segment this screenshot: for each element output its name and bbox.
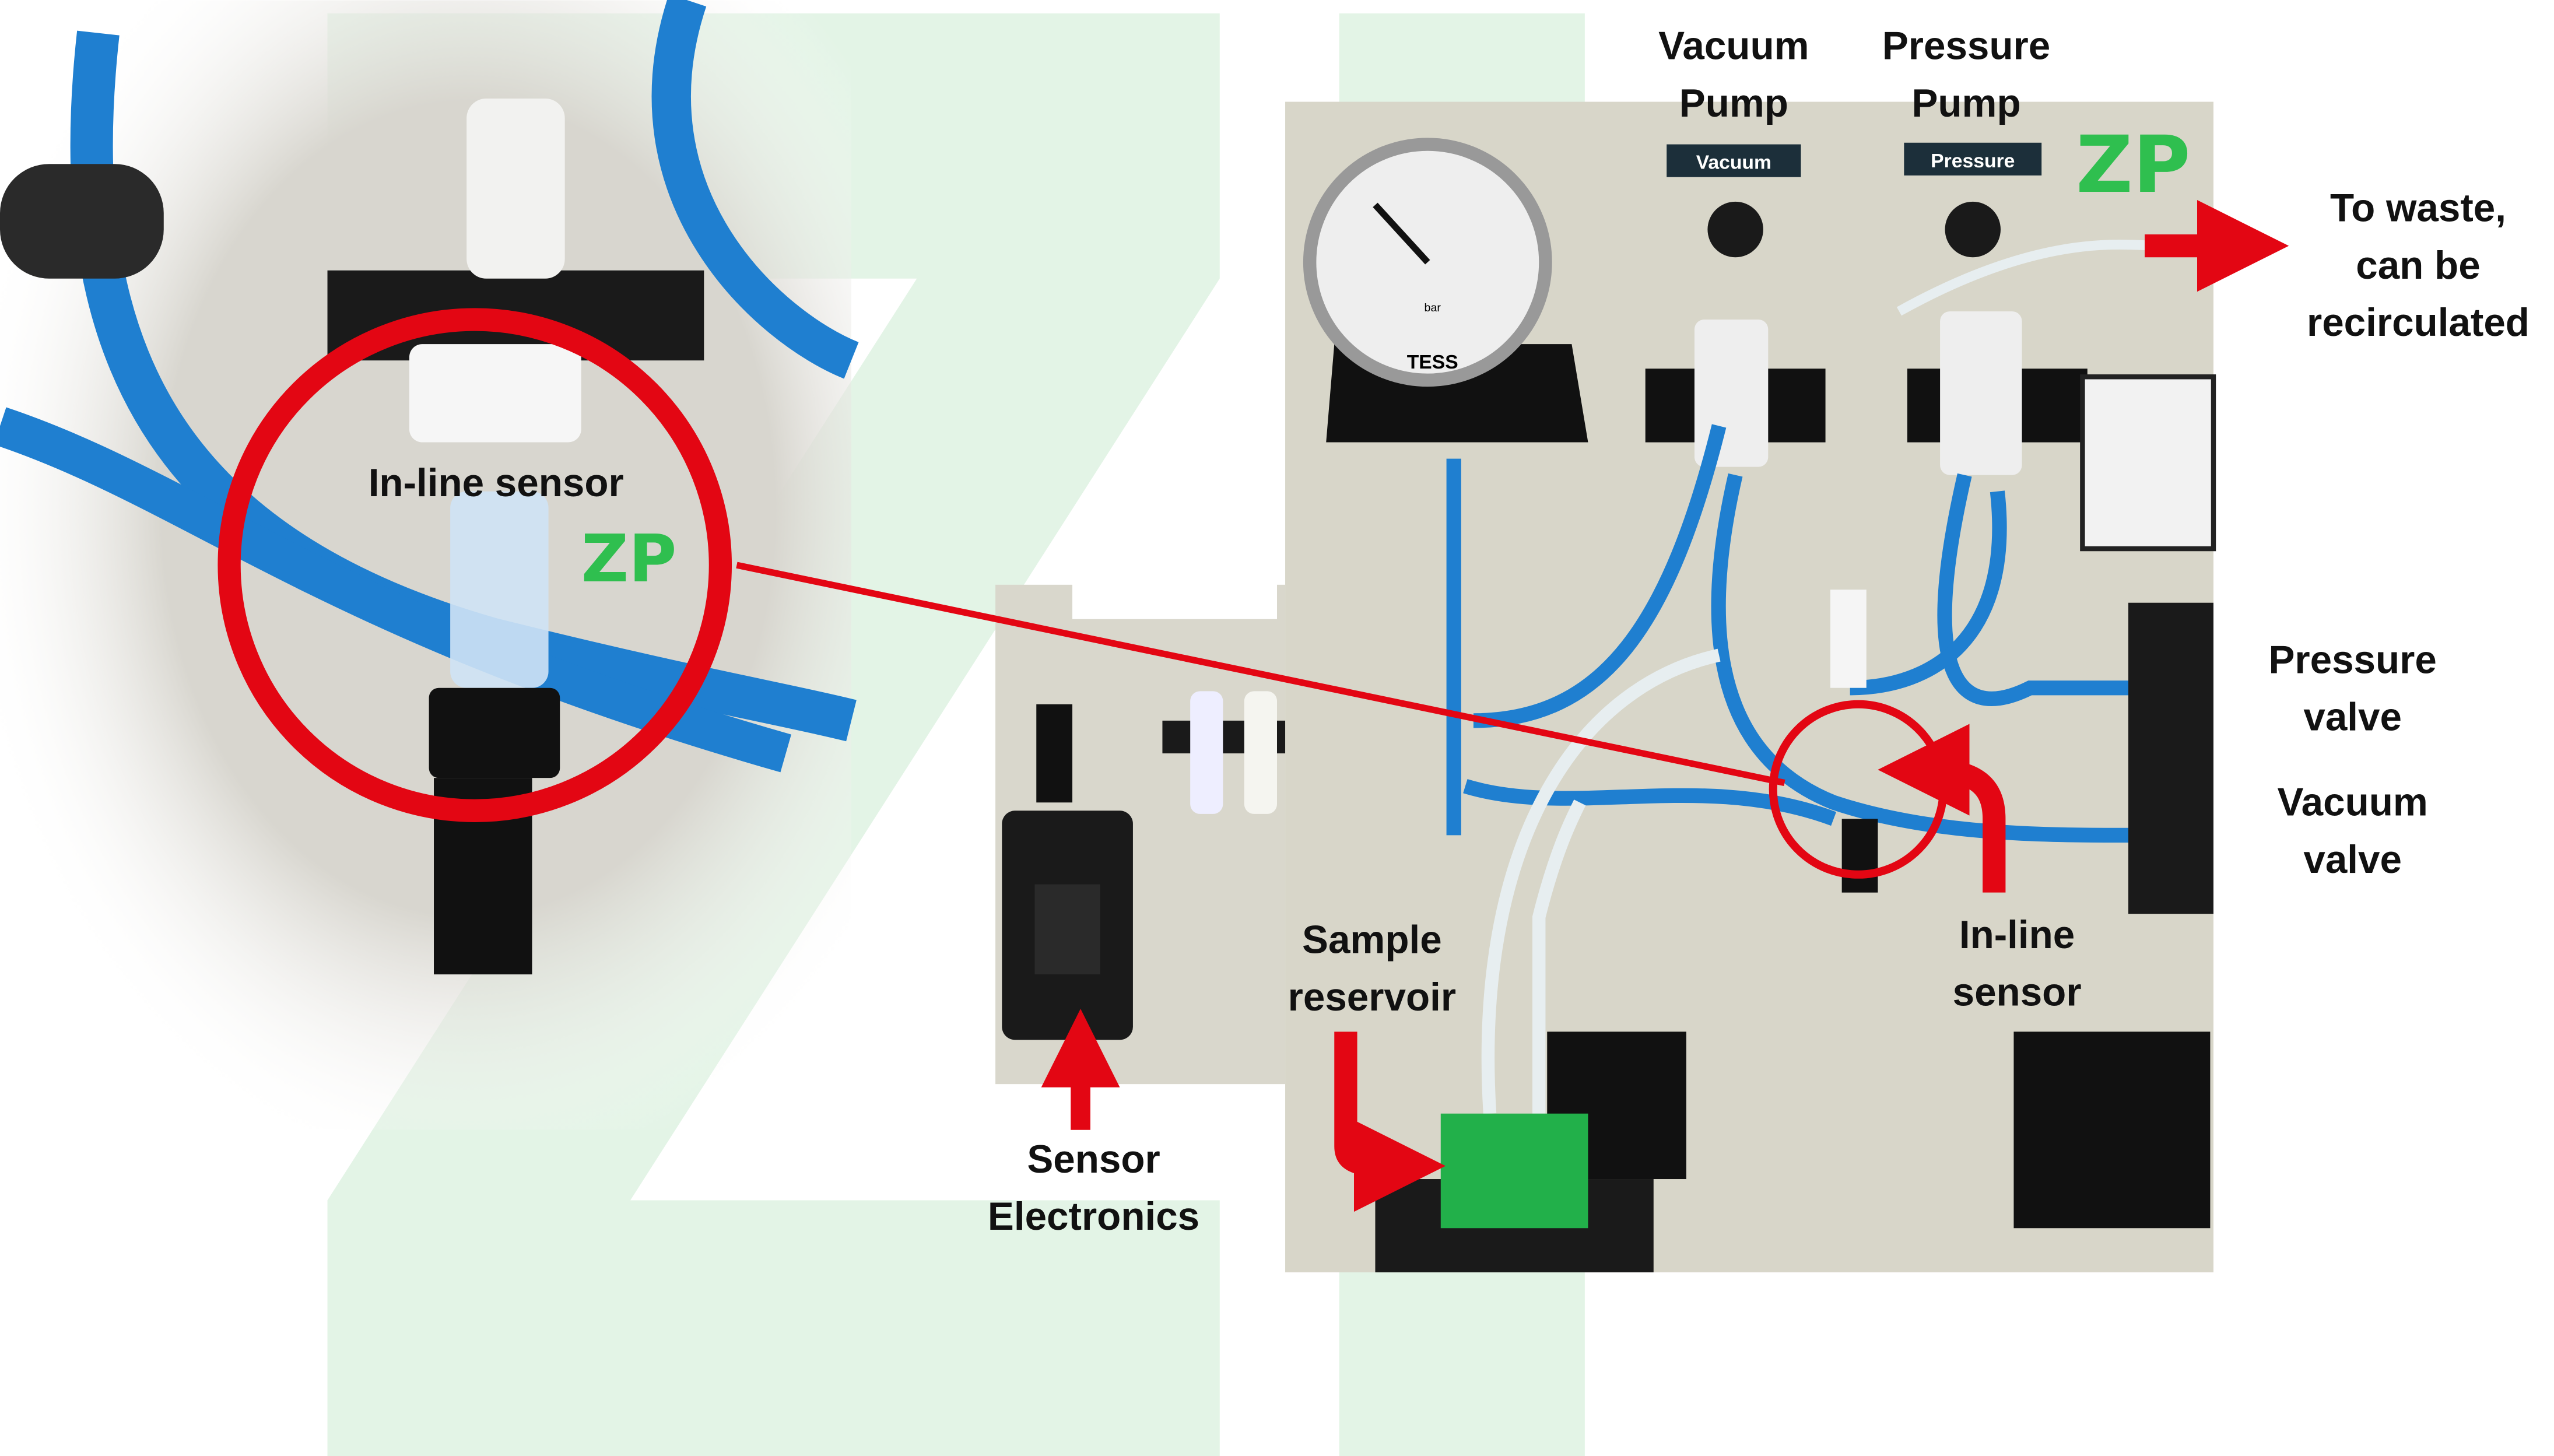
fluidic-panel-photo: Vacuum Pressure TESS bar: [1285, 101, 2216, 1273]
zp-logo-panel: ZP: [2076, 119, 2190, 210]
plate-vacuum: Vacuum: [1696, 152, 1771, 174]
highlight-circle: [217, 308, 732, 822]
plate-pressure: Pressure: [1931, 150, 2015, 172]
gauge-unit: bar: [1425, 301, 1441, 314]
arrow-sample-reservoir: [1334, 1032, 1446, 1212]
zoom-connector-line: [736, 562, 1785, 787]
gauge-brand: TESS: [1407, 352, 1458, 373]
zp-logo-zoom: ZP: [581, 521, 677, 597]
sample-reservoir: [1440, 1113, 1588, 1229]
zoomed-sensor-photo: [0, 0, 859, 1130]
arrow-inline-sensor: [1878, 724, 2006, 893]
label-inline-sensor-zoom: In-line sensor: [369, 461, 624, 505]
